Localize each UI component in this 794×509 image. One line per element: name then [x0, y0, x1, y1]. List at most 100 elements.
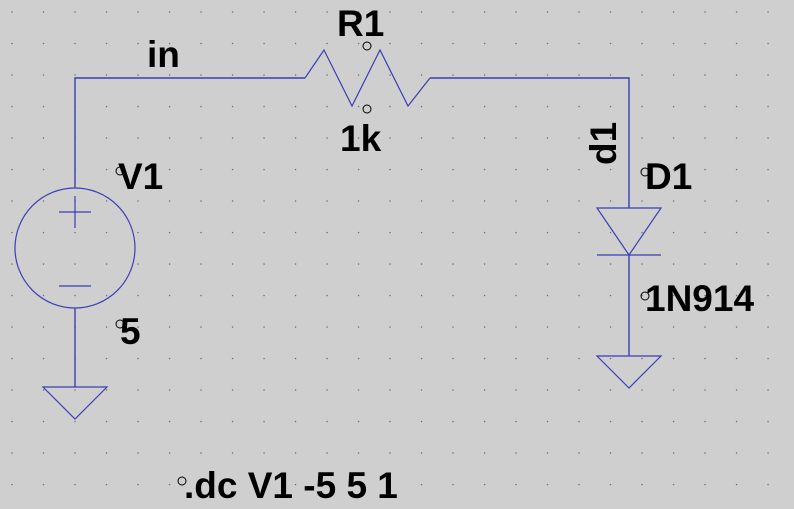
- grid-dot: [137, 231, 139, 234]
- grid-dot: [105, 74, 108, 76]
- grid-dot: [105, 200, 108, 202]
- grid-dot: [231, 483, 234, 486]
- wire-in-net[interactable]: [74, 77, 305, 188]
- grid-dot: [200, 389, 202, 391]
- grid-dot: [294, 420, 297, 423]
- grid-dot: [641, 357, 643, 360]
- grid-dot: [483, 42, 486, 45]
- grid-dot: [704, 263, 706, 265]
- grid-dot: [641, 263, 643, 265]
- grid-dot: [294, 326, 297, 328]
- grid-dot: [420, 42, 423, 45]
- grid-dot: [452, 231, 454, 234]
- source-value-label[interactable]: 5: [120, 311, 141, 352]
- grid-dot: [105, 452, 108, 454]
- diode-name-label[interactable]: D1: [645, 156, 692, 197]
- source-name-label[interactable]: V1: [118, 156, 163, 197]
- grid-dot: [452, 200, 454, 202]
- grid-dot: [137, 200, 139, 202]
- grid-dot: [200, 263, 202, 265]
- resistor-name-label[interactable]: R1: [337, 3, 384, 44]
- grid-dot: [483, 74, 486, 76]
- grid-dot: [452, 294, 454, 297]
- grid-dot: [326, 357, 328, 360]
- voltage-source-v1-symbol[interactable]: [14, 187, 136, 309]
- grid-dot: [515, 483, 517, 486]
- grid-dot: [704, 42, 706, 45]
- grid-dot: [767, 326, 769, 328]
- net-label-in[interactable]: in: [147, 34, 180, 75]
- grid-dot: [105, 231, 108, 234]
- resistor-value-label[interactable]: 1k: [340, 118, 382, 159]
- grid-dot: [704, 483, 706, 486]
- grid-dot: [294, 231, 297, 234]
- grid-dot: [74, 74, 76, 76]
- grid-dot: [704, 11, 706, 13]
- grid-dot: [11, 11, 13, 13]
- grid-dot: [294, 168, 297, 171]
- grid-dot: [704, 168, 706, 171]
- wire-resistor-to-diode[interactable]: [430, 77, 630, 208]
- grid-dot: [105, 483, 108, 486]
- grid-dot: [735, 42, 738, 45]
- grid-dot: [483, 294, 486, 297]
- diode-model-label[interactable]: 1N914: [645, 278, 754, 319]
- spice-directive[interactable]: .dc V1 -5 5 1: [184, 465, 398, 506]
- grid-dot: [672, 137, 675, 139]
- grid-dot: [641, 74, 643, 76]
- grid-dot: [168, 11, 171, 13]
- grid-dot: [42, 105, 45, 108]
- anchor-r1-name: [362, 41, 372, 51]
- grid-dot: [452, 420, 454, 423]
- grid-dot: [609, 137, 612, 139]
- grid-dot: [231, 326, 234, 328]
- grid-dot: [704, 105, 706, 108]
- grid-dot: [483, 389, 486, 391]
- net-label-d1[interactable]: d1: [583, 122, 624, 165]
- grid-dot: [704, 74, 706, 76]
- diode-d1-symbol[interactable]: [595, 207, 663, 257]
- grid-dot: [578, 357, 580, 360]
- grid-dot: [389, 326, 391, 328]
- grid-dot: [263, 294, 265, 297]
- grid-dot: [74, 483, 76, 486]
- grid-dot: [483, 357, 486, 360]
- grid-dot: [672, 11, 675, 13]
- grid-dot: [326, 231, 328, 234]
- grid-dot: [74, 294, 76, 297]
- grid-dot: [672, 420, 675, 423]
- grid-dot: [168, 452, 171, 454]
- grid-dot: [11, 452, 13, 454]
- grid-dot: [420, 74, 423, 76]
- grid-dot: [11, 200, 13, 202]
- grid-dot: [294, 11, 297, 13]
- grid-dot: [357, 483, 360, 486]
- grid-dot: [168, 231, 171, 234]
- grid-dot: [294, 357, 297, 360]
- grid-dot: [263, 231, 265, 234]
- grid-dot: [326, 105, 328, 108]
- grid-dot: [200, 11, 202, 13]
- grid-dot: [326, 326, 328, 328]
- grid-dot: [609, 452, 612, 454]
- grid-dot: [263, 452, 265, 454]
- grid-dot: [735, 74, 738, 76]
- anchor-directive: [177, 476, 187, 486]
- grid-dot: [578, 452, 580, 454]
- grid-dot: [389, 42, 391, 45]
- ground-symbol-left[interactable]: [41, 386, 109, 420]
- grid-dot: [609, 357, 612, 360]
- grid-dot: [735, 357, 738, 360]
- grid-dot: [735, 452, 738, 454]
- resistor-r1-symbol[interactable]: [304, 48, 431, 108]
- grid-dot: [168, 168, 171, 171]
- grid-dot: [546, 168, 549, 171]
- grid-dot: [546, 452, 549, 454]
- grid-dot: [452, 74, 454, 76]
- grid-dot: [389, 200, 391, 202]
- grid-dot: [546, 200, 549, 202]
- ground-symbol-right[interactable]: [595, 355, 663, 389]
- grid-dot: [452, 326, 454, 328]
